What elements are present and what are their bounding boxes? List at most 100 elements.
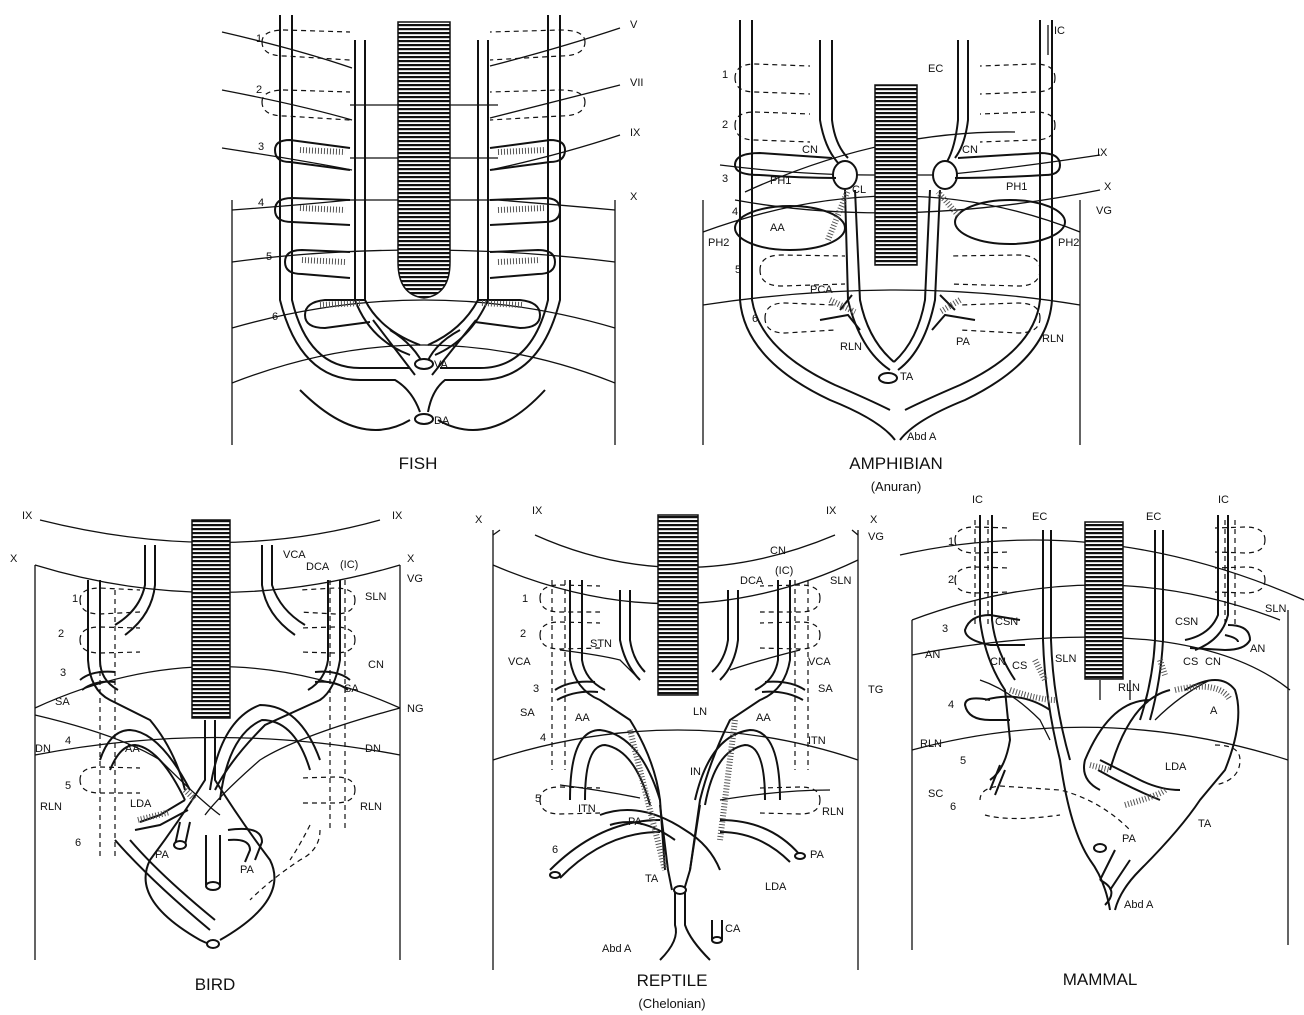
rep-aa-left-label: AA bbox=[575, 712, 590, 724]
bird-arch-5-label: 5 bbox=[65, 780, 71, 792]
rep-ln-label: LN bbox=[693, 706, 707, 718]
rep-vca-left-label: VCA bbox=[508, 656, 531, 668]
mam-arch-4-label: 4 bbox=[948, 699, 954, 711]
fish-va-label: VA bbox=[434, 359, 449, 371]
rep-itn-right-label: ITN bbox=[808, 735, 826, 747]
mam-an-left-label: AN bbox=[925, 649, 940, 661]
amph-x-label: X bbox=[1104, 181, 1112, 193]
mam-lda-label: LDA bbox=[1165, 761, 1187, 773]
amph-cn-left-label: CN bbox=[802, 144, 818, 156]
mammal-pa-opening bbox=[1094, 844, 1106, 852]
mam-sln-right-label: SLN bbox=[1265, 603, 1286, 615]
amph-ec-label: EC bbox=[928, 63, 943, 75]
fish-notochord bbox=[398, 22, 450, 298]
bird-sa-right-label: SA bbox=[344, 683, 359, 695]
bird-pa-right-label: PA bbox=[240, 864, 255, 876]
rep-rln-label: RLN bbox=[822, 806, 844, 818]
mam-rln-mid-label: RLN bbox=[1118, 682, 1140, 694]
amph-ph1-right-label: PH1 bbox=[1006, 181, 1027, 193]
fish-arch-2-label: 2 bbox=[256, 84, 262, 96]
bird-rln-left-label: RLN bbox=[40, 801, 62, 813]
bird-arch-6-label: 6 bbox=[75, 837, 81, 849]
bird-aorta-end bbox=[207, 940, 219, 948]
bird-pa-left-label: PA bbox=[155, 849, 170, 861]
bird-aa-label: AA bbox=[125, 743, 140, 755]
rep-ic-label: (IC) bbox=[775, 565, 793, 577]
rep-arch-1-label: 1 bbox=[522, 593, 528, 605]
bird-dn-left-label: DN bbox=[35, 743, 51, 755]
fish-nerve-x-label: X bbox=[630, 191, 638, 203]
amph-arch-3-label: 3 bbox=[722, 173, 728, 185]
amph-vg-label: VG bbox=[1096, 205, 1112, 217]
amph-aa-label: AA bbox=[770, 222, 785, 234]
mam-ic-right-label: IC bbox=[1218, 494, 1229, 506]
bird-rln-right-label: RLN bbox=[360, 801, 382, 813]
bird-arch-2-label: 2 bbox=[58, 628, 64, 640]
fish-arch-4-label: 4 bbox=[258, 197, 264, 209]
fish-arch-3-label: 3 bbox=[258, 141, 264, 153]
amph-ta-label: TA bbox=[900, 371, 914, 383]
amph-pca-label: PCA bbox=[810, 284, 833, 296]
bird-panel: IX IX X X VCA DCA (IC) VG SLN CN 1 2 3 4… bbox=[10, 510, 424, 994]
bird-sln-label: SLN bbox=[365, 591, 386, 603]
bird-caption: BIRD bbox=[195, 975, 236, 994]
bird-dca-label: DCA bbox=[306, 561, 330, 573]
reptile-pa-left-end bbox=[550, 872, 560, 878]
amph-arch-5-label: 5 bbox=[735, 264, 741, 276]
mammal-caption: MAMMAL bbox=[1063, 970, 1138, 989]
fish-arch-5-label: 5 bbox=[266, 251, 272, 263]
reptile-subcaption: (Chelonian) bbox=[638, 996, 705, 1011]
rep-cn-label: CN bbox=[770, 545, 786, 557]
amph-arch-1-label: 1 bbox=[722, 69, 728, 81]
bird-cn-label: CN bbox=[368, 659, 384, 671]
rep-vca-right-label: VCA bbox=[808, 656, 831, 668]
amphibian-notochord bbox=[875, 85, 917, 265]
mam-arch-3-label: 3 bbox=[942, 623, 948, 635]
rep-x-left-label: X bbox=[475, 514, 483, 526]
rep-stn-label: STN bbox=[590, 638, 612, 650]
mam-csn-right-label: CSN bbox=[1175, 616, 1198, 628]
rep-arch-4-label: 4 bbox=[540, 732, 546, 744]
bird-pa-end-1 bbox=[206, 882, 220, 890]
rep-arch-2-label: 2 bbox=[520, 628, 526, 640]
reptile-ta-opening bbox=[674, 886, 686, 894]
mam-an-right-label: AN bbox=[1250, 643, 1265, 655]
amphibian-caption: AMPHIBIAN bbox=[849, 454, 943, 473]
bird-vg-label: VG bbox=[407, 573, 423, 585]
reptile-pa-right-end bbox=[795, 853, 805, 859]
rep-pa-left-label: PA bbox=[628, 816, 643, 828]
reptile-panel: X IX IX X VG CN DCA (IC) SLN 1 2 VCA VCA… bbox=[475, 505, 884, 1011]
amph-cl-label: CL bbox=[852, 184, 866, 196]
rep-x-right-label: X bbox=[870, 514, 878, 526]
bird-ix-left-label: IX bbox=[22, 510, 33, 522]
mam-ic-left-label: IC bbox=[972, 494, 983, 506]
rep-dca-label: DCA bbox=[740, 575, 764, 587]
amph-abd-label: Abd A bbox=[907, 431, 937, 443]
rep-ca-label: CA bbox=[725, 923, 741, 935]
rep-pa-right-label: PA bbox=[810, 849, 825, 861]
reptile-ca-opening bbox=[712, 937, 722, 943]
bird-dn-right-label: DN bbox=[365, 743, 381, 755]
mam-csn-left-label: CSN bbox=[995, 616, 1018, 628]
amph-ph2-left-label: PH2 bbox=[708, 237, 729, 249]
bird-ng-label: NG bbox=[407, 703, 424, 715]
bird-ix-right-label: IX bbox=[392, 510, 403, 522]
amph-cn-right-label: CN bbox=[962, 144, 978, 156]
rep-sa-right-label: SA bbox=[818, 683, 833, 695]
bird-sa-left-label: SA bbox=[55, 696, 70, 708]
mam-ec-left-label: EC bbox=[1032, 511, 1047, 523]
bird-arch-3-label: 3 bbox=[60, 667, 66, 679]
rep-ta-label: TA bbox=[645, 873, 659, 885]
rep-aa-right-label: AA bbox=[756, 712, 771, 724]
fish-panel: 1 2 3 4 5 6 V VII IX X VA DA FISH bbox=[222, 15, 643, 473]
amph-arch-4-label: 4 bbox=[732, 206, 738, 218]
bird-vca-label: VCA bbox=[283, 549, 306, 561]
amph-ph2-right-label: PH2 bbox=[1058, 237, 1079, 249]
mam-abd-label: Abd A bbox=[1124, 899, 1154, 911]
rep-in-label: IN bbox=[690, 766, 701, 778]
bird-x-right-label: X bbox=[407, 553, 415, 565]
rep-vg-label: VG bbox=[868, 531, 884, 543]
fish-caption: FISH bbox=[399, 454, 438, 473]
bird-arch-1-label: 1 bbox=[72, 593, 78, 605]
